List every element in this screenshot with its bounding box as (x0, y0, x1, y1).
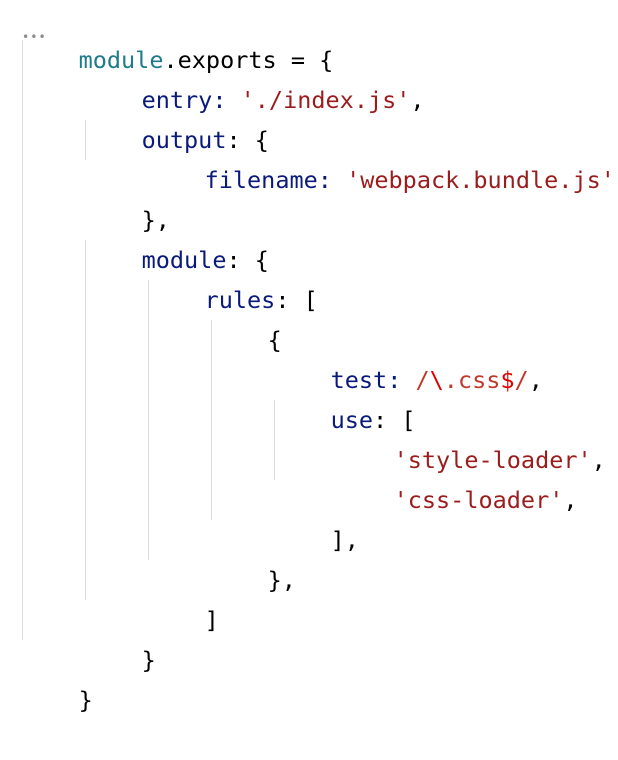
code-line: module.exports = { (22, 0, 334, 74)
regex-body: .css (443, 366, 501, 394)
string-value: 'webpack.bundle.js' (346, 166, 615, 194)
indent-guide (211, 320, 212, 520)
punctuation: , (563, 486, 578, 514)
regex-delimiter: / (514, 366, 529, 394)
code-line: output: { (85, 80, 269, 154)
punctuation: : { (226, 126, 269, 154)
regex-anchor: $ (500, 366, 515, 394)
punctuation: }, (141, 206, 170, 234)
code-line: module: { (85, 200, 269, 274)
colon: : (212, 86, 241, 114)
punctuation: , (410, 86, 425, 114)
punctuation: { (267, 326, 282, 354)
string-value: 'css-loader' (393, 486, 564, 514)
property-key: filename (204, 166, 318, 194)
property-key: output (141, 126, 227, 154)
punctuation: } (141, 646, 156, 674)
punctuation: }, (267, 566, 296, 594)
code-line: ], (274, 480, 359, 554)
code-line: ] (148, 560, 219, 634)
punctuation: ] (204, 606, 219, 634)
punctuation: , (615, 166, 618, 194)
code-line: }, (85, 160, 170, 234)
property-key: rules (204, 286, 276, 314)
code-line: use: [ (274, 360, 416, 434)
indent-guide (148, 280, 149, 560)
indent-guide (85, 240, 86, 600)
code-line: 'style-loader', (337, 400, 606, 474)
property-key: entry (141, 86, 213, 114)
code-line: } (22, 640, 93, 714)
punctuation: , (591, 446, 606, 474)
indent-guide (22, 40, 23, 640)
indent-guide (85, 120, 86, 160)
code-line: rules: [ (148, 240, 318, 314)
property-key: module (141, 246, 227, 274)
code-line: entry: './index.js', (85, 40, 425, 114)
module-keyword: module (78, 46, 164, 74)
code-editor[interactable]: ••• module.exports = { entry: './index.j… (0, 0, 618, 714)
regex-escape: \ (429, 366, 444, 394)
punctuation: , (528, 366, 543, 394)
regex-delimiter: / (415, 366, 430, 394)
string-value: './index.js' (240, 86, 411, 114)
fold-marker[interactable]: ••• (22, 30, 47, 44)
code-line: }, (211, 520, 296, 594)
colon: : (387, 366, 416, 394)
punctuation: } (78, 686, 93, 714)
code-text: .exports = { (163, 46, 334, 74)
code-line: 'css-loader', (337, 440, 578, 514)
indent-guide (274, 400, 275, 480)
punctuation: : [ (373, 406, 416, 434)
punctuation: : [ (275, 286, 318, 314)
punctuation: ], (330, 526, 359, 554)
code-line: { (211, 280, 282, 354)
string-value: 'style-loader' (393, 446, 592, 474)
code-line: test: /\.css$/, (274, 320, 543, 394)
property-key: use (330, 406, 374, 434)
code-line: filename: 'webpack.bundle.js', (148, 120, 618, 194)
punctuation: : { (226, 246, 269, 274)
code-line: } (85, 600, 156, 674)
property-key: test (330, 366, 388, 394)
colon: : (317, 166, 347, 194)
